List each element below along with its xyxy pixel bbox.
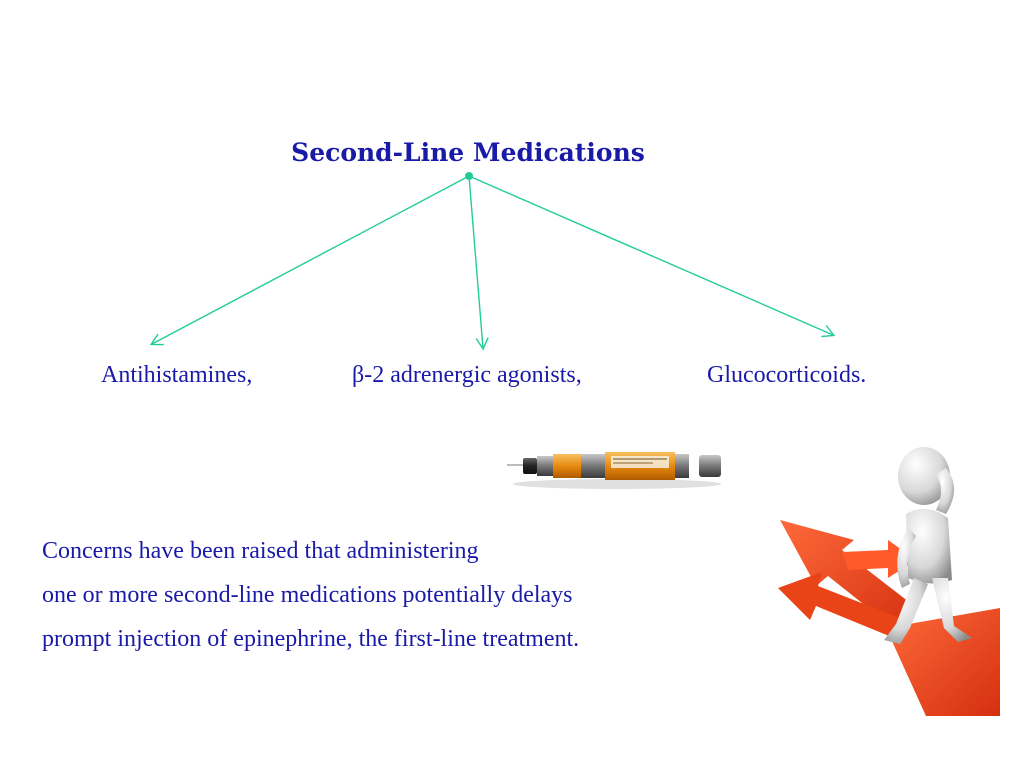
body-text: Concerns have been raised that administe…: [42, 536, 762, 654]
slide-title: Second-Line Medications: [291, 138, 645, 167]
body-paragraph: prompt injection of epinephrine, the fir…: [42, 626, 580, 652]
body-paragraph: one or more second-line medications pote…: [42, 582, 573, 608]
epinephrine-autoinjector-icon: [507, 452, 721, 489]
item-antihistamines: Antihistamines,: [101, 362, 253, 388]
connector-arrow-antihistamines: [149, 175, 470, 346]
item-beta2-agonists: β-2 adrenergic agonists,: [352, 362, 582, 388]
body-paragraph: Concerns have been raised that administe…: [42, 538, 479, 564]
item-glucocorticoids: Glucocorticoids.: [707, 362, 867, 388]
connector-arrow-glucocorticoids: [468, 175, 836, 338]
connector-arrow-agonists: [468, 175, 489, 351]
thinking-person-at-crossroads-icon: [778, 447, 1000, 716]
